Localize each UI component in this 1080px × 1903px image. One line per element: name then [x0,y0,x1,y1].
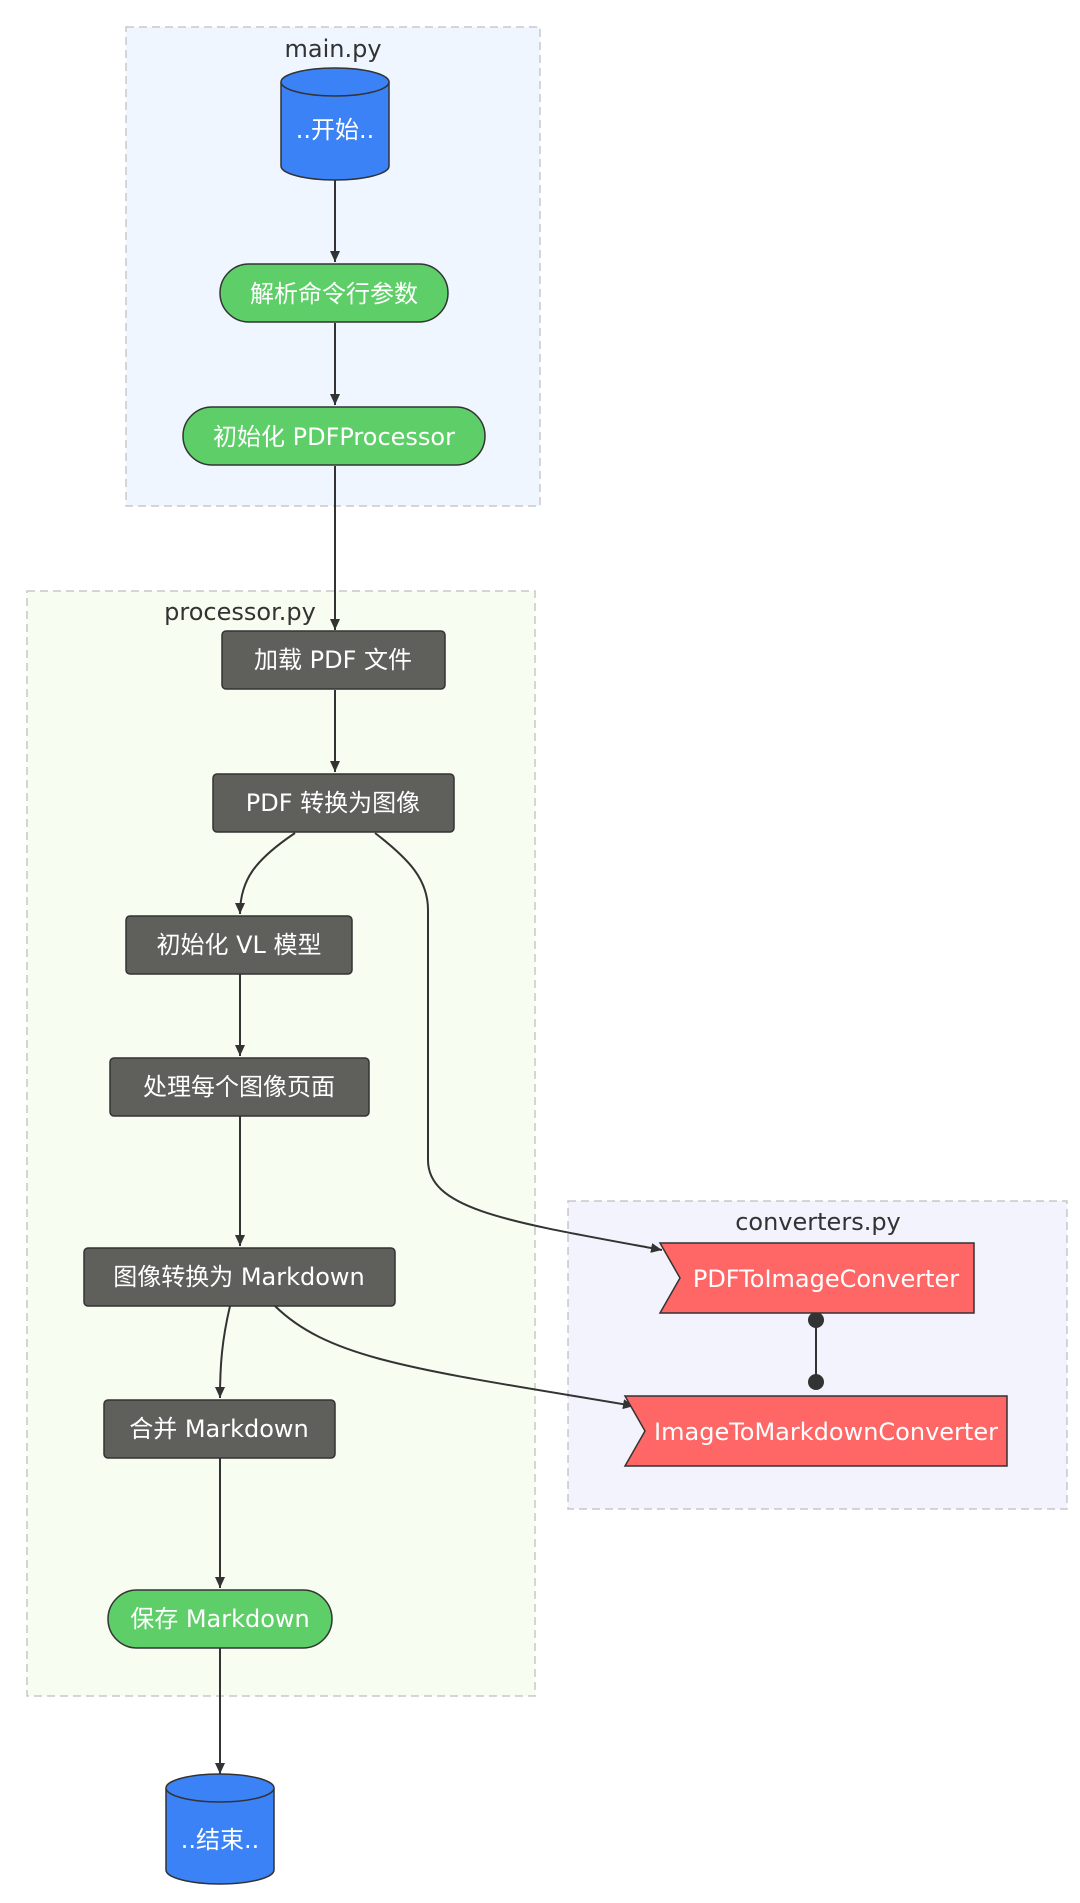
pdf-to-image-shape [212,773,455,833]
init-processor-label: 初始化 PDFProcessor [213,423,455,451]
start-cylinder [280,82,390,181]
node-load-pdf: 加载 PDF 文件 [221,630,446,690]
merge-md-label: 合并 Markdown [129,1415,309,1443]
node-init-vl: 初始化 VL 模型 [125,915,353,975]
parse-args-label: 解析命令行参数 [250,280,418,308]
pdf-converter-label: PDFToImageConverter [693,1265,959,1293]
load-pdf-shape [221,630,446,690]
node-process-pages: 处理每个图像页面 [109,1057,370,1117]
edge-img2md-imgconverter [274,1305,635,1410]
pdf-converter-shape [658,1242,975,1314]
cluster-main-title: main.py [284,35,381,63]
load-pdf-label: 加载 PDF 文件 [254,646,412,674]
node-end: ..结束.. [165,1773,275,1885]
process-pages-label: 处理每个图像页面 [143,1073,335,1101]
edges [215,180,824,1774]
cluster-converters-title: converters.py [735,1208,901,1236]
end-cylinder [165,1788,275,1885]
init-vl-shape [125,915,353,975]
node-init-processor: 初始化 PDFProcessor [182,406,486,466]
link-dot-bottom [808,1374,824,1390]
node-start: ..开始.. [280,67,390,181]
node-image-converter: ImageToMarkdownConverter [623,1395,1008,1467]
start-cylinder-top [280,67,390,97]
edge-pdf2img-converter [374,832,663,1253]
save-md-label: 保存 Markdown [130,1605,310,1633]
image-converter-shape [623,1395,1008,1467]
cluster-processor-title: processor.py [164,598,316,626]
image-to-md-shape [83,1247,396,1307]
link-dot-top [808,1312,824,1328]
pdf-to-image-label: PDF 转换为图像 [246,789,420,817]
start-label: ..开始.. [296,116,375,144]
cluster-processor: processor.py [26,590,536,1697]
init-vl-label: 初始化 VL 模型 [156,931,321,959]
cluster-processor-box [26,590,536,1697]
node-pdf-converter: PDFToImageConverter [658,1242,975,1314]
node-save-md: 保存 Markdown [107,1589,333,1649]
end-label: ..结束.. [181,1826,260,1854]
image-converter-label: ImageToMarkdownConverter [654,1418,998,1446]
process-pages-shape [109,1057,370,1117]
node-parse-args: 解析命令行参数 [219,263,449,323]
parse-args-shape [219,263,449,323]
end-cylinder-top [165,1773,275,1803]
merge-md-shape [103,1399,336,1459]
image-to-md-label: 图像转换为 Markdown [113,1263,365,1291]
save-md-shape [107,1589,333,1649]
edge-pdf2img-initvl [235,832,296,915]
edge-img2md-merge [215,1305,231,1399]
node-merge-md: 合并 Markdown [103,1399,336,1459]
init-processor-shape [182,406,486,466]
node-pdf-to-image: PDF 转换为图像 [212,773,455,833]
node-image-to-md: 图像转换为 Markdown [83,1247,396,1307]
